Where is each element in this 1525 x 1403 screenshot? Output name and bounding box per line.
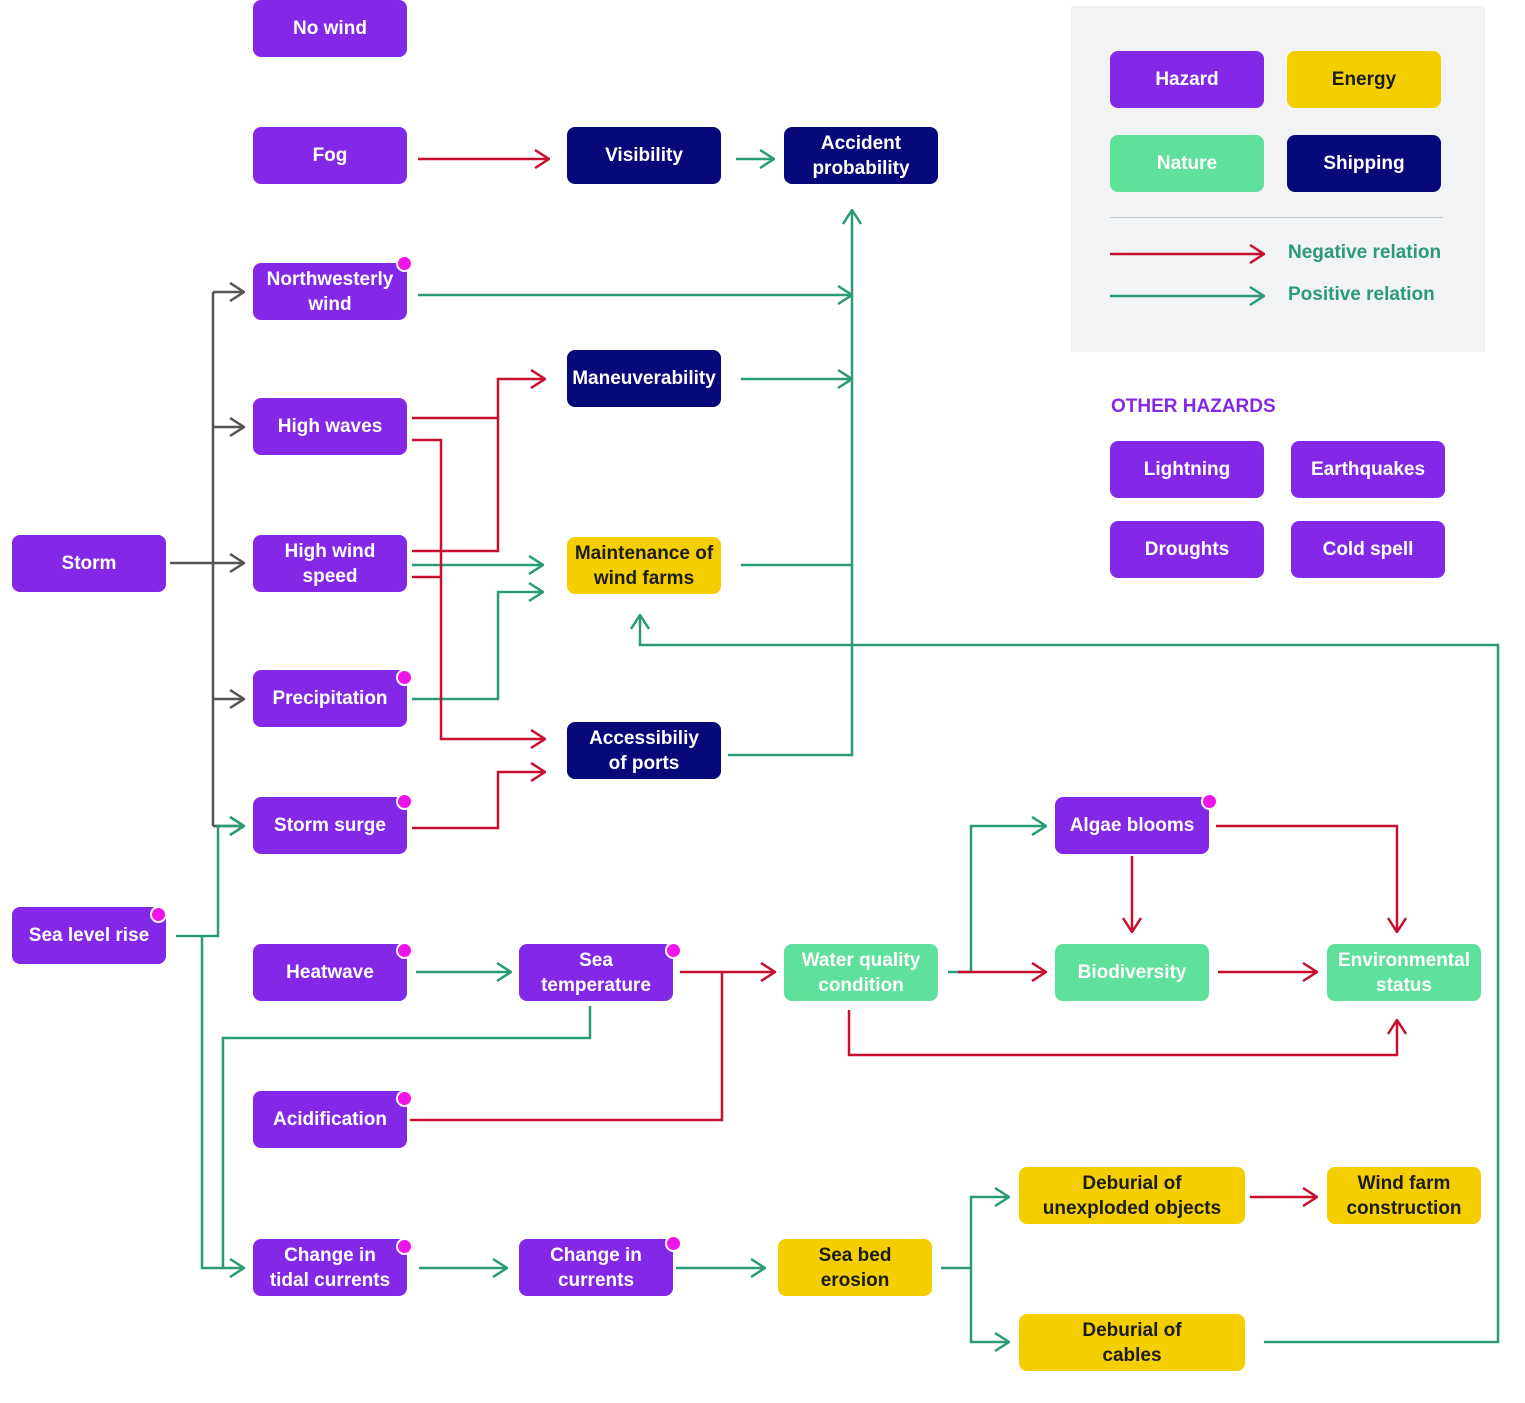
node-change-tidal-currents: Change in tidal currents xyxy=(253,1239,407,1296)
edge-erosion-cables xyxy=(969,1268,1009,1342)
node-accident-probability: Accident probability xyxy=(784,127,938,184)
node-change-currents: Change in currents xyxy=(519,1239,673,1296)
node-heatwave: Heatwave xyxy=(253,944,407,1001)
node-environmental-status: Environmental status xyxy=(1327,944,1481,1001)
node-wind-farm-construction: Wind farm construction xyxy=(1327,1167,1481,1224)
legend-hazard: Hazard xyxy=(1110,51,1264,108)
node-high-waves: High waves xyxy=(253,398,407,455)
edge-acidification-water-quality xyxy=(410,972,724,1122)
negative-relations xyxy=(410,159,1397,1197)
node-accessibility-ports: Accessibiliy of ports xyxy=(567,722,721,779)
edge-algae-environmental xyxy=(1216,824,1397,932)
edge-water-quality-algae xyxy=(948,826,1046,974)
other-hazard-lightning: Lightning xyxy=(1110,441,1264,498)
node-storm-surge: Storm surge xyxy=(253,797,407,854)
marker-dot xyxy=(396,1238,413,1255)
node-storm: Storm xyxy=(12,535,166,592)
other-hazards-title: OTHER HAZARDS xyxy=(1111,396,1276,417)
node-algae-blooms: Algae blooms xyxy=(1055,797,1209,854)
edge-accessibility-accident xyxy=(728,210,852,757)
edge-cables-maintenance xyxy=(640,615,1500,1344)
edge-sea-temp-tidal xyxy=(221,1006,592,1268)
node-deburial-unexploded: Deburial of unexploded objects xyxy=(1019,1167,1245,1224)
edge-high-waves-accessibility xyxy=(412,438,545,739)
marker-dot xyxy=(1201,793,1218,810)
edge-storm-surge-accessibility xyxy=(412,772,545,830)
legend-positive-label: Positive relation xyxy=(1288,284,1435,305)
marker-dot xyxy=(396,793,413,810)
other-hazard-cold-spell: Cold spell xyxy=(1291,521,1445,578)
edge-precipitation-maintenance xyxy=(412,592,543,701)
node-sea-temperature: Sea temperature xyxy=(519,944,673,1001)
node-maneuverability: Maneuverability xyxy=(567,350,721,407)
edge-sea-level-tidal xyxy=(200,936,244,1268)
legend-nature: Nature xyxy=(1110,135,1264,192)
node-acidification: Acidification xyxy=(253,1091,407,1148)
edge-water-quality-environmental xyxy=(847,1010,1397,1057)
node-deburial-cables: Deburial of cables xyxy=(1019,1314,1245,1371)
node-water-quality: Water quality condition xyxy=(784,944,938,1001)
node-precipitation: Precipitation xyxy=(253,670,407,727)
marker-dot xyxy=(665,1235,682,1252)
marker-dot xyxy=(150,906,167,923)
edge-sea-level-storm-surge xyxy=(176,826,244,938)
node-fog: Fog xyxy=(253,127,407,184)
marker-dot xyxy=(396,255,413,272)
node-sea-bed-erosion: Sea bed erosion xyxy=(778,1239,932,1296)
edge-high-wind-maneuverability xyxy=(412,418,500,553)
node-no-wind: No wind xyxy=(253,0,407,57)
edge-high-waves-maneuverability xyxy=(412,379,545,420)
other-hazard-earthquakes: Earthquakes xyxy=(1291,441,1445,498)
legend-energy: Energy xyxy=(1287,51,1441,108)
node-northwesterly-wind: Northwesterly wind xyxy=(253,263,407,320)
marker-dot xyxy=(396,1090,413,1107)
other-hazard-droughts: Droughts xyxy=(1110,521,1264,578)
node-high-wind-speed: High wind speed xyxy=(253,535,407,592)
storm-branches xyxy=(170,292,244,826)
legend-shipping: Shipping xyxy=(1287,135,1441,192)
node-maintenance-wind-farms: Maintenance of wind farms xyxy=(567,537,721,594)
legend-negative-label: Negative relation xyxy=(1288,242,1442,263)
marker-dot xyxy=(396,942,413,959)
marker-dot xyxy=(396,669,413,686)
marker-dot xyxy=(665,942,682,959)
edge-erosion-unexploded xyxy=(969,1197,1009,1268)
positive-relations xyxy=(176,159,1500,1344)
node-biodiversity: Biodiversity xyxy=(1055,944,1209,1001)
node-visibility: Visibility xyxy=(567,127,721,184)
node-sea-level-rise: Sea level rise xyxy=(12,907,166,964)
legend-divider xyxy=(1110,217,1443,218)
